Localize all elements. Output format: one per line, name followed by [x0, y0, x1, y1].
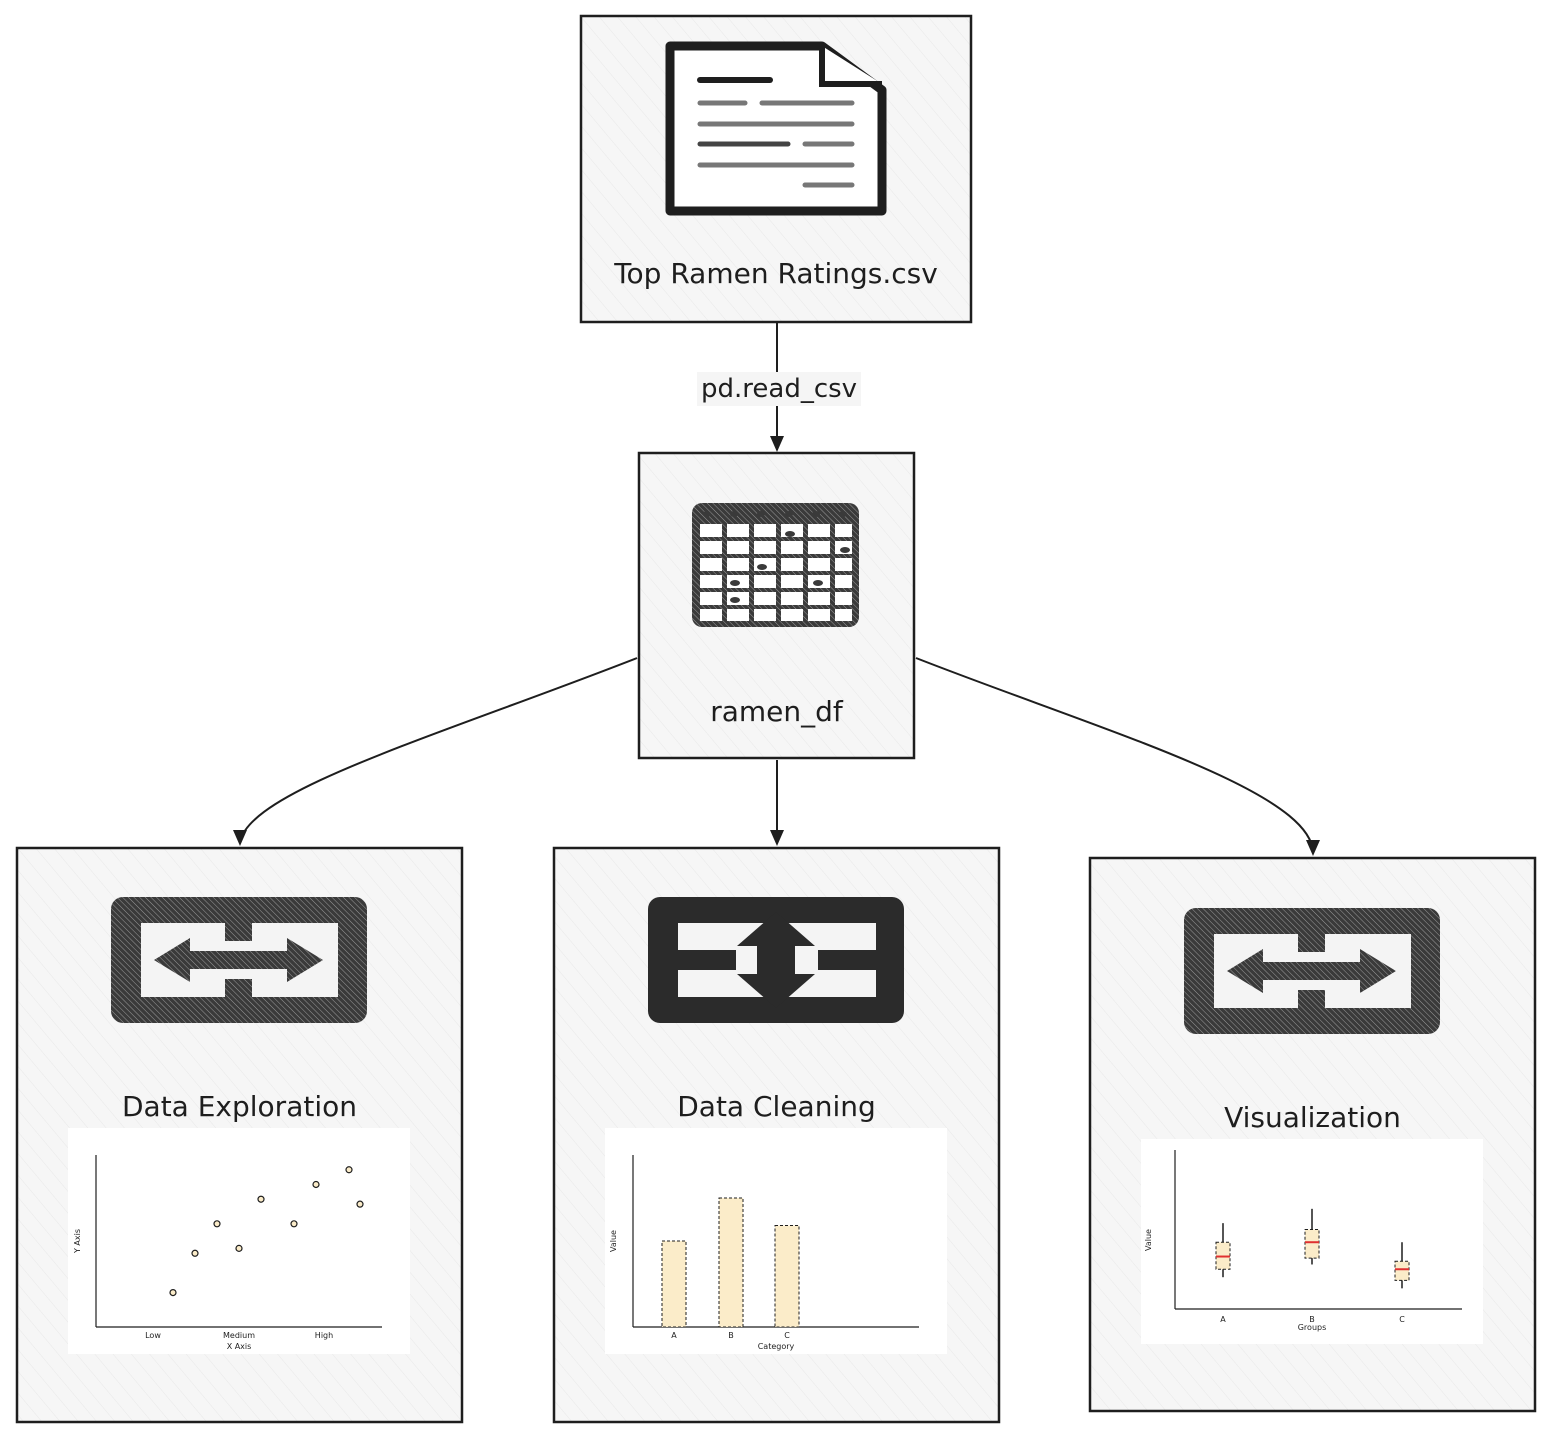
arrowhead-explore [233, 830, 247, 846]
box-x-tick-2: C [1399, 1315, 1405, 1324]
scatter-point-2 [213, 1220, 221, 1228]
bar-x-tick-0: A [671, 1331, 677, 1340]
edge-df-to-viz [915, 657, 1314, 853]
edges [239, 323, 1314, 853]
bar-1 [718, 1197, 744, 1328]
scatter-point-6 [312, 1180, 320, 1189]
scatter-point-8 [356, 1200, 364, 1208]
box-1 [1304, 1229, 1320, 1259]
box-x-tick-0: A [1220, 1315, 1226, 1324]
edge-read-csv-label: pd.read_csv [697, 372, 862, 406]
node-clean-label: Data Cleaning [677, 1090, 876, 1123]
node-viz-label: Visualization [1224, 1101, 1401, 1134]
exchange-icon-explore [111, 897, 367, 1023]
scatter-x-tick-2: High [315, 1331, 333, 1340]
chart-panel-scatter [68, 1128, 410, 1354]
node-csv-label: Top Ramen Ratings.csv [614, 257, 938, 290]
document-icon [665, 41, 887, 216]
bar-y-label: Value [609, 1230, 618, 1252]
scatter-point-1 [191, 1249, 199, 1257]
bar-x-label: Category [758, 1342, 795, 1351]
bar-2 [774, 1225, 800, 1328]
scatter-x-label: X Axis [227, 1342, 252, 1351]
node-explore-label: Data Exploration [121, 1090, 357, 1123]
box-2 [1394, 1260, 1410, 1281]
box-x-tick-1: B [1309, 1315, 1315, 1324]
scatter-point-3 [235, 1244, 243, 1252]
exchange-icon-viz [1184, 908, 1440, 1034]
scatter-point-4 [257, 1195, 265, 1203]
scatter-x-tick-0: Low [145, 1331, 161, 1340]
edge-df-to-explore [239, 657, 638, 843]
scatter-point-5 [290, 1220, 298, 1228]
scatter-point-0 [169, 1288, 177, 1297]
arrowhead-df [770, 436, 784, 452]
bar-x-tick-1: B [728, 1331, 734, 1340]
scatter-y-label: Y Axis [73, 1229, 82, 1254]
box-y-label: Value [1144, 1229, 1153, 1251]
exchange-icon-clean [648, 897, 904, 1023]
scatter-x-tick-1: Medium [223, 1331, 255, 1340]
arrowheads [233, 436, 1320, 856]
arrowhead-clean [770, 830, 784, 846]
arrowhead-viz [1306, 840, 1320, 856]
box-x-label: Groups [1298, 1323, 1327, 1332]
table-icon [692, 503, 859, 627]
node-df-label: ramen_df [710, 695, 843, 728]
bar-0 [661, 1240, 687, 1328]
bar-x-tick-2: C [784, 1331, 790, 1340]
scatter-point-7 [345, 1166, 353, 1174]
